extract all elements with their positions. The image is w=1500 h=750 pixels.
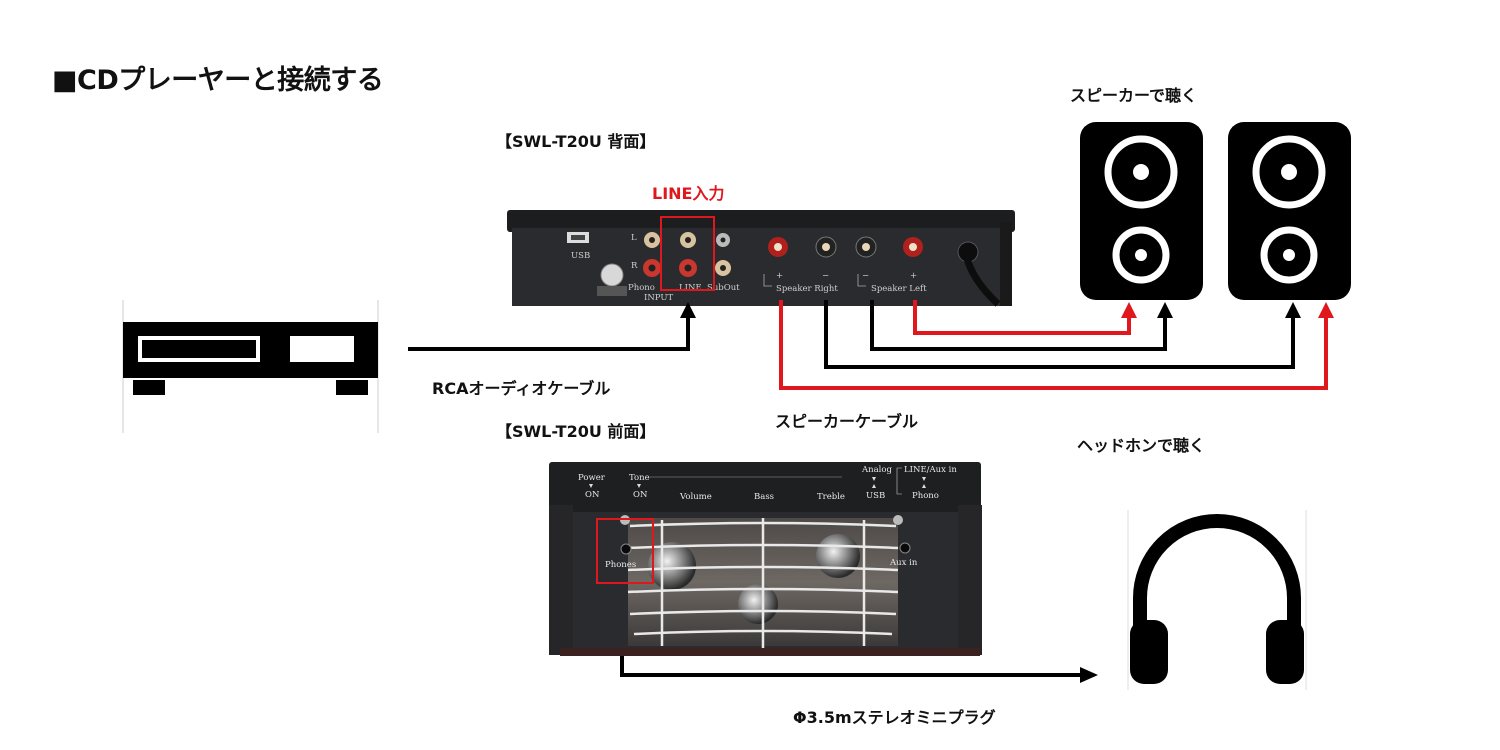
listen-headphones-label: ヘッドホンで聴く (1077, 436, 1206, 455)
rear-minus-right-text: − (822, 271, 829, 281)
front-volume-text: Volume (679, 492, 712, 502)
cd-player-icon (122, 300, 379, 433)
rear-l-text: L (631, 233, 637, 243)
front-tone-on-text: ON (633, 490, 648, 500)
headphone-cable (620, 656, 1082, 677)
front-panel-image: Power ON Tone ON Volume Bass Treble Anal… (549, 462, 982, 656)
mini-plug-label: Φ3.5mステレオミニプラグ (793, 708, 996, 727)
headphone-cable-arrowhead (1080, 667, 1098, 683)
rear-input-text: INPUT (644, 293, 674, 303)
front-tone-text: Tone (629, 473, 650, 483)
page-title: ■CDプレーヤーと接続する (52, 65, 384, 96)
rca-cable-arrowhead (680, 302, 696, 318)
rca-cable-label: RCAオーディオケーブル (432, 379, 611, 398)
rear-phono-text: Phono (628, 283, 655, 293)
listen-speakers-label: スピーカーで聴く (1070, 86, 1198, 105)
rca-cable (408, 318, 690, 351)
rear-speaker-right-text: Speaker Right (776, 284, 838, 294)
front-bass-text: Bass (754, 492, 774, 502)
line-input-highlight (660, 216, 715, 291)
front-power-on-text: ON (585, 490, 600, 500)
rear-plus-right-text: + (776, 271, 783, 281)
front-power-text: Power (578, 473, 606, 483)
front-phono-text: Phono (912, 491, 939, 501)
front-treble-text: Treble (817, 492, 845, 502)
rear-speaker-left-text: Speaker Left (871, 284, 927, 294)
rear-panel-image: USB L R Phono INPUT LINE SubOut + − − + (507, 210, 1015, 307)
front-analog-text: Analog (861, 465, 893, 475)
rear-r-text: R (631, 261, 638, 271)
speaker-cable-label: スピーカーケーブル (775, 412, 919, 431)
rear-usb-text: USB (571, 251, 590, 261)
rear-view-label: 【SWL-T20U 背面】 (496, 132, 656, 151)
speaker-cables (779, 300, 1334, 390)
rear-line-text: LINE (679, 283, 702, 293)
front-view-label: 【SWL-T20U 前面】 (496, 422, 656, 441)
headphones-icon (1127, 510, 1307, 690)
rear-plus-left-text: + (910, 271, 917, 281)
speaker-icon (1080, 122, 1203, 300)
rear-subout-text: SubOut (707, 283, 740, 293)
front-aux-in-text: Aux in (889, 558, 918, 568)
rear-minus-left-text: − (862, 271, 869, 281)
line-input-label: LINE入力 (652, 184, 725, 203)
front-phones-text: Phones (605, 560, 636, 570)
front-usb-text: USB (866, 491, 885, 501)
speaker-icon (1228, 122, 1351, 300)
front-line-aux-text: LINE/Aux in (904, 465, 957, 475)
phones-highlight (596, 518, 654, 584)
